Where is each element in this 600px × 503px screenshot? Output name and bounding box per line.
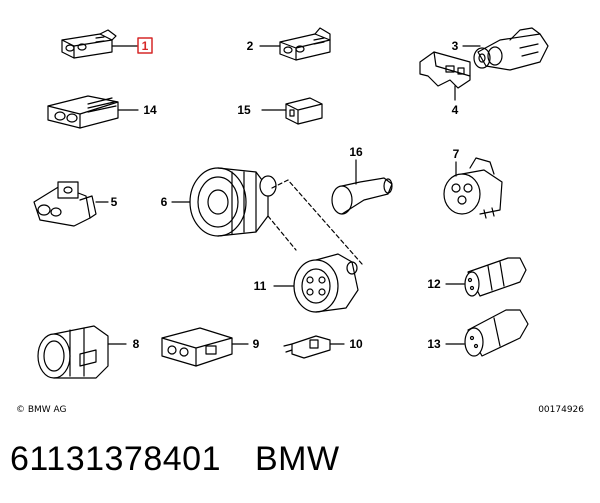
callout-8: 8 (133, 337, 140, 351)
callout-1: 1 (142, 39, 149, 53)
assembly-line-6-11b (267, 215, 297, 251)
connector-parts-diagram: 1 2 3 4 14 (33, 27, 549, 379)
callout-4: 4 (452, 103, 459, 117)
callout-9: 9 (253, 337, 260, 351)
callout-16: 16 (349, 145, 363, 159)
copyright-text: © BMW AG (16, 405, 67, 415)
part-12-pin-connector (464, 257, 527, 297)
callout-15: 15 (237, 103, 251, 117)
highlight-box-1 (137, 37, 153, 54)
part-2-connector (279, 27, 331, 61)
part-10-connector (283, 335, 331, 359)
part-15-connector (285, 97, 323, 125)
callout-12: 12 (427, 277, 441, 291)
callout-10: 10 (349, 337, 363, 351)
callout-5: 5 (111, 195, 118, 209)
callout-7: 7 (453, 147, 460, 161)
part-3-connector (473, 27, 549, 71)
part-9-connector (161, 327, 233, 367)
part-8-round-connector (37, 325, 109, 379)
callout-6: 6 (161, 195, 168, 209)
brand-name: BMW (254, 440, 340, 478)
part-5-connector (33, 181, 97, 227)
part-caption: 61131378401 BMW (10, 440, 374, 479)
assembly-line-6-11 (271, 179, 363, 265)
callout-11: 11 (254, 279, 267, 293)
callout-13: 13 (427, 337, 441, 351)
part-number: 61131378401 (10, 440, 221, 478)
part-11-round-connector (293, 253, 359, 313)
callout-14: 14 (143, 103, 157, 117)
part-6-round-connector (189, 167, 277, 237)
callout-2: 2 (247, 39, 254, 53)
part-16-boot (331, 177, 393, 215)
part-13-pin-connector (464, 309, 529, 357)
callout-3: 3 (452, 39, 459, 53)
part-7-connector (443, 157, 503, 219)
image-number: 00174926 (538, 405, 584, 415)
part-1-connector (61, 29, 117, 59)
part-4-bracket (419, 51, 471, 89)
part-14-connector (47, 95, 119, 129)
